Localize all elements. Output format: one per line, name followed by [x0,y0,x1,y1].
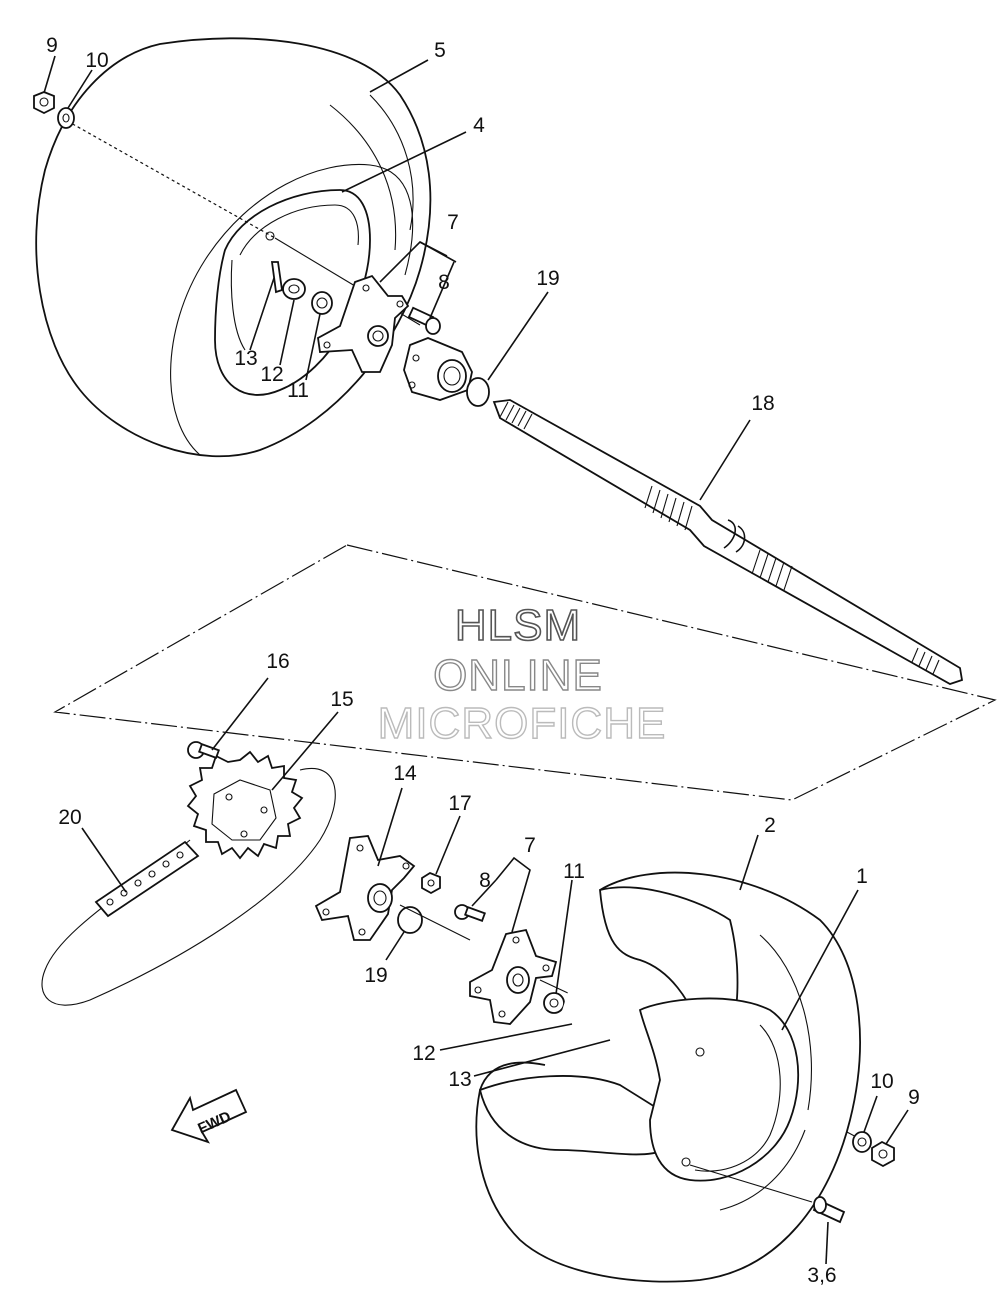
upper-rim-flange [230,259,246,351]
upper-tire-tread-line [369,94,414,231]
callout-9-bottom: 9 [908,1086,920,1109]
callout-8-bottom: 8 [479,869,491,892]
watermark-line1: HLSM [455,601,581,650]
nut-9-bottom [871,1140,895,1168]
bolt-8-bottom [454,904,486,922]
nut-9-top [33,91,55,115]
bolt-8-top [407,306,441,335]
callout-14: 14 [393,762,417,785]
callout-10-bottom: 10 [870,1070,893,1093]
callout-13-top: 13 [234,347,257,370]
upper-tire-tread-line [329,104,397,251]
hub-carrier-top [403,337,473,401]
lower-rim-inner [694,1024,781,1172]
callout-12-bottom: 12 [412,1042,435,1065]
upper-tire-sidewall [170,163,414,456]
callout-18: 18 [751,392,774,415]
callout-15: 15 [330,688,353,711]
hub-7-top [317,274,410,373]
callout-10-top: 10 [85,49,108,72]
callout-7-bottom: 7 [524,834,536,857]
watermark: HLSM ONLINE MICROFICHE [377,600,667,749]
lower-tire-cutaway-bottom [478,1075,666,1156]
lower-rim [638,997,800,1182]
valve-3-6 [689,1164,846,1224]
callout-2: 2 [764,814,776,837]
lower-tire-tread-line [719,1129,806,1211]
lower-rim-bolt-hole [695,1047,705,1057]
upper-axis-line [61,117,276,239]
leader-lines [43,55,909,1265]
callout-labels: 9 10 5 4 7 8 19 13 12 11 18 16 15 14 17 … [46,34,920,1287]
nut-17 [421,871,441,895]
washer-11-top [311,291,333,315]
lower-wheel-assembly [475,871,895,1283]
lower-tire-tread-line [759,934,813,1111]
watermark-line3: MICROFICHE [378,699,667,748]
o-ring-19-bottom [397,906,423,934]
callout-12-top: 12 [260,363,283,386]
callout-1: 1 [856,865,868,888]
callout-17: 17 [448,792,471,815]
callout-20: 20 [58,806,81,829]
sprocket-hub-14 [314,835,416,941]
upper-rim-inner [239,204,359,256]
callout-19-bottom: 19 [364,964,387,987]
callout-9-top: 9 [46,34,58,57]
callout-4: 4 [473,114,485,137]
watermark-line2: ONLINE [433,651,603,700]
washer-10-top [57,107,75,129]
callout-11-top: 11 [287,379,309,402]
assembly-boundary [53,544,997,801]
upper-rim-bolt-hole [265,231,275,241]
washer-10-bottom [852,1131,872,1153]
callout-3-6: 3,6 [807,1264,836,1287]
o-ring-19-top [466,377,490,407]
callout-7-top: 7 [447,211,459,234]
rear-axle-18 [492,399,964,685]
callout-16: 16 [266,650,289,673]
lower-rim-bolt-hole [681,1157,691,1167]
callout-8-top: 8 [438,271,450,294]
callout-11-bottom: 11 [563,860,585,883]
washer-11-bottom [543,992,565,1014]
drive-chain-loop [41,767,336,1006]
drive-chain-20 [94,840,200,918]
sprocket-15 [186,750,304,860]
callout-13-bottom: 13 [448,1068,471,1091]
hub-7-bottom [469,928,558,1025]
lower-axis-line [399,904,471,941]
cotter-pin-13-top [270,261,283,294]
callout-5: 5 [434,39,446,62]
upper-wheel-assembly [33,37,490,458]
callout-19-top: 19 [536,267,559,290]
bolt-16 [187,741,220,759]
castle-nut-12-top [282,278,306,300]
forward-direction-arrow: FWD [170,1088,248,1144]
